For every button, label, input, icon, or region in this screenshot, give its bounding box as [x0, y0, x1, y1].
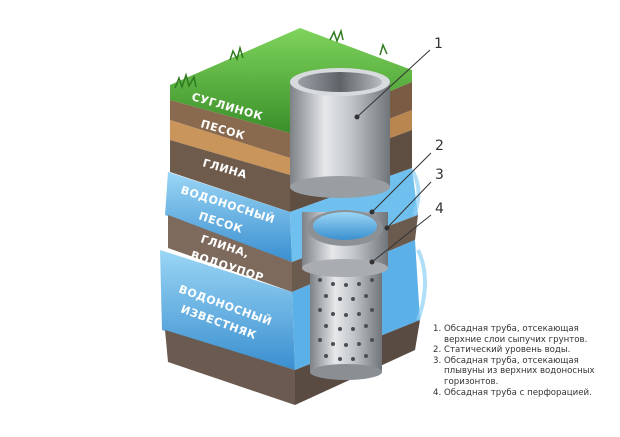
top-pipe — [290, 82, 390, 187]
legend-item: 4.Обсадная труба с перфорацией. — [433, 387, 592, 398]
legend-item: 1.Обсадная труба, отсекающая верхние сло… — [433, 324, 588, 345]
legend: 1.Обсадная труба, отсекающая верхние сло… — [433, 324, 615, 398]
layer-glina-vodoupor — [168, 215, 292, 292]
static-water-level — [313, 212, 377, 240]
layer-vod-izvestnyak — [160, 250, 295, 370]
layer-vod-pesok — [165, 172, 292, 262]
legend-item: 2.Статический уровень воды. — [433, 345, 571, 356]
callout-4: 4 — [435, 201, 444, 217]
callout-2: 2 — [435, 138, 444, 154]
perforation-holes — [318, 278, 374, 361]
callout-lines — [356, 49, 432, 263]
legend-item: 3.Обсадная труба, отсекающая плывуны из … — [433, 355, 595, 387]
layer-suglinok — [170, 100, 290, 158]
layer-glina — [170, 140, 290, 212]
layer-pesok — [170, 120, 290, 175]
layer-bottom — [165, 330, 295, 405]
callout-1: 1 — [434, 36, 443, 52]
callout-3: 3 — [435, 167, 444, 183]
casing-pipes — [290, 68, 390, 380]
